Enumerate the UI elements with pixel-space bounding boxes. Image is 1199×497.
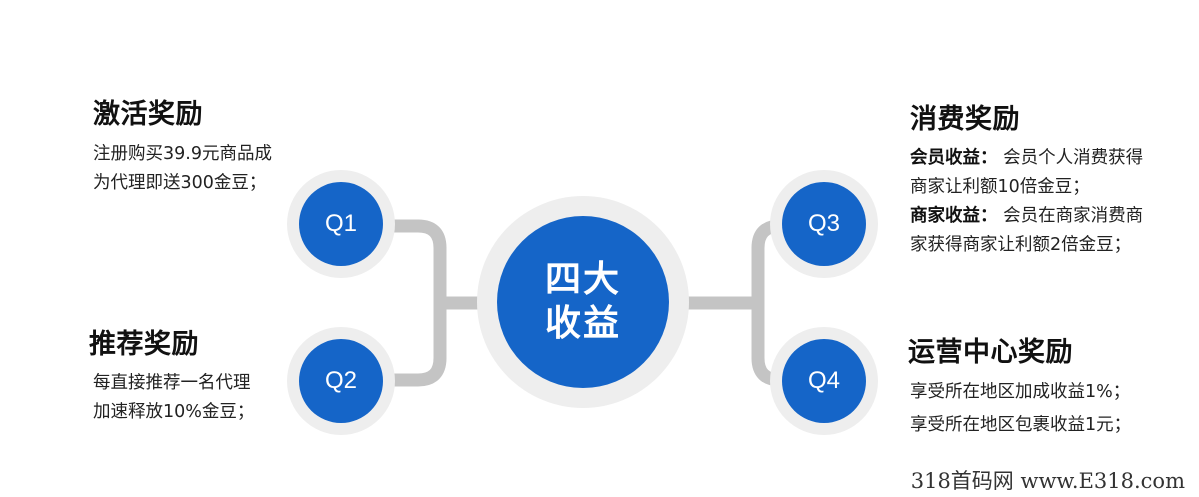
- q4-description: 享受所在地区加成收益1%； 享受所在地区包裹收益1元；: [910, 376, 1131, 442]
- q3-description: 会员收益： 会员个人消费获得 商家让利额10倍金豆； 商家收益： 会员在商家消费…: [910, 144, 1143, 260]
- center-label-line1: 四大: [544, 259, 621, 300]
- q1-line-2: 为代理即送300金豆；: [93, 173, 267, 193]
- connector-left: [390, 219, 447, 387]
- q1-description: 注册购买39.9元商品成 为代理即送300金豆；: [93, 140, 272, 198]
- q4-title: 运营中心奖励: [908, 337, 1073, 368]
- q3-member-line2: 商家让利额10倍金豆；: [910, 177, 1090, 197]
- q2-title: 推荐奖励: [89, 329, 199, 360]
- q3-merchant-line2: 家获得商家让利额2倍金豆；: [910, 235, 1132, 255]
- q3-title: 消费奖励: [910, 104, 1020, 135]
- center-circle: [497, 216, 669, 388]
- center-label-line2: 收益: [544, 303, 621, 344]
- q2-line-1: 每直接推荐一名代理: [93, 373, 251, 393]
- q1-label: Q1: [324, 210, 357, 237]
- watermark-text: 318首码网 www.E318.com: [910, 469, 1185, 493]
- q1-circle: [299, 182, 383, 266]
- q4-line-2: 享受所在地区包裹收益1元；: [910, 415, 1132, 435]
- q3-member-line1: 会员个人消费获得: [1003, 148, 1144, 168]
- q3-merchant-label: 商家收益：: [910, 206, 998, 226]
- q3-member-row: 会员收益： 会员个人消费获得: [910, 144, 1143, 173]
- q3-member-label: 会员收益：: [910, 148, 998, 168]
- q4-circle: [782, 339, 866, 423]
- q4-label: Q4: [807, 367, 840, 394]
- q3-merchant-row: 商家收益： 会员在商家消费商: [910, 202, 1143, 231]
- center-label: 四大 收益: [513, 258, 653, 346]
- q1-title: 激活奖励: [93, 99, 203, 130]
- q3-circle: [782, 182, 866, 266]
- q1-line-1: 注册购买39.9元商品成: [93, 144, 272, 164]
- q2-label: Q2: [324, 367, 357, 394]
- q2-line-2: 加速释放10%金豆；: [93, 402, 255, 422]
- q3-merchant-line1: 会员在商家消费商: [1003, 206, 1144, 226]
- q2-description: 每直接推荐一名代理 加速释放10%金豆；: [93, 369, 254, 427]
- q3-label: Q3: [807, 210, 840, 237]
- q2-circle: [299, 339, 383, 423]
- q4-line-1: 享受所在地区加成收益1%；: [910, 382, 1131, 402]
